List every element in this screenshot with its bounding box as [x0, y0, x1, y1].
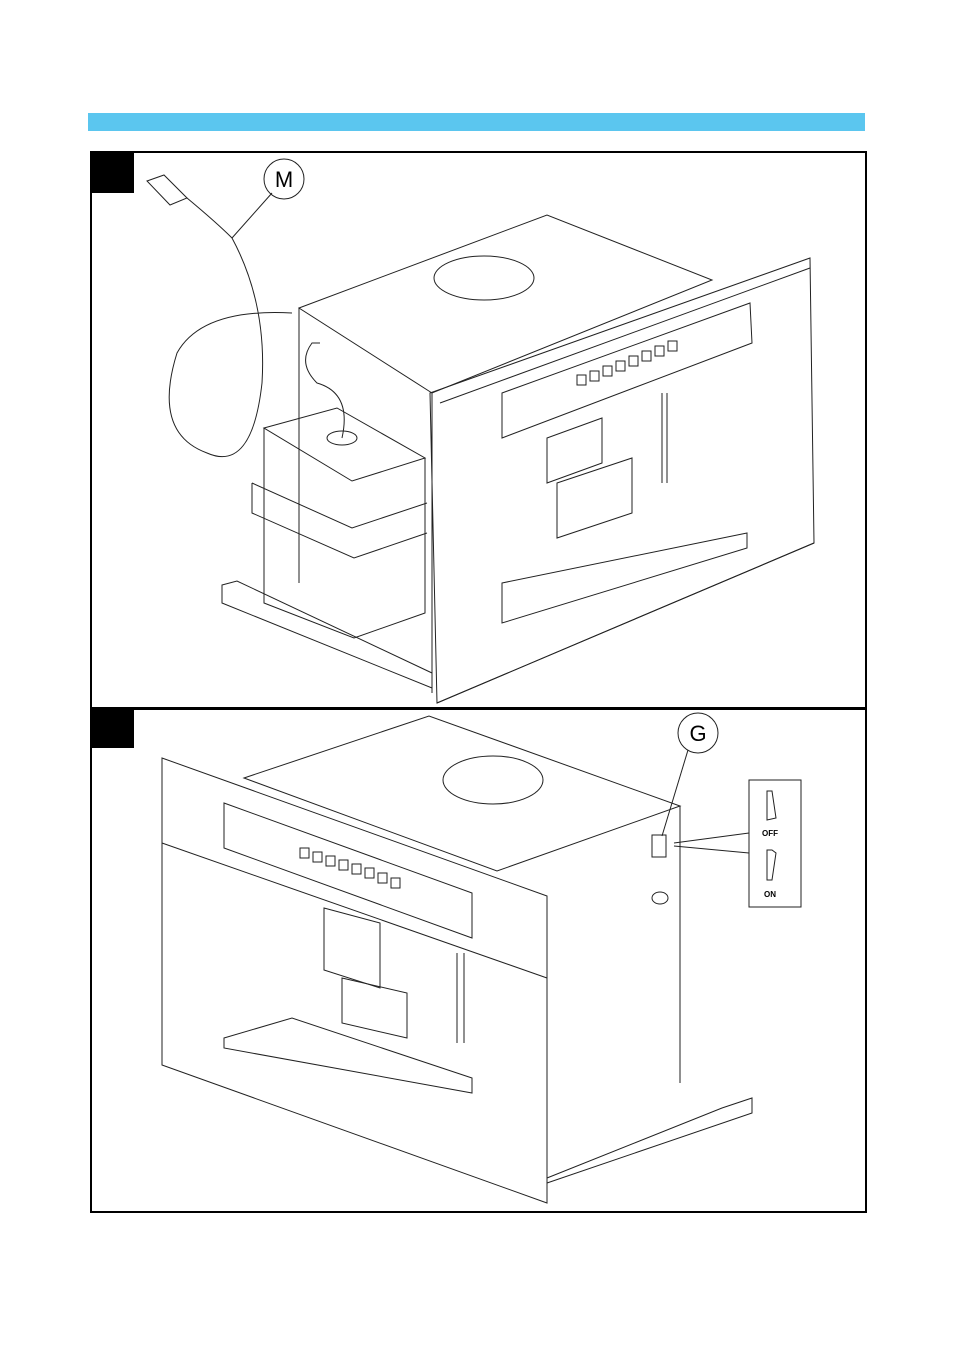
section-header-bar — [88, 113, 865, 131]
bean-lid — [442, 755, 544, 805]
machine-front-drawing: G OFF ON — [161, 712, 802, 1204]
control-panel — [223, 802, 473, 939]
callout-g-label: G — [689, 721, 706, 746]
figure-panel-1: M — [90, 151, 867, 710]
figure-number-tag — [92, 708, 134, 748]
buttons — [299, 847, 401, 889]
drip-tray — [501, 532, 748, 624]
machine-rear-drawing: M — [146, 158, 815, 704]
switch-on-label: ON — [764, 890, 776, 899]
callout-g-circle — [677, 712, 719, 754]
plug-icon — [146, 174, 188, 206]
control-panel — [501, 302, 753, 439]
bean-lid — [433, 255, 535, 301]
power-switch[interactable] — [651, 834, 667, 858]
figure-number-tag — [92, 153, 134, 193]
switch-off-icon — [766, 790, 777, 821]
switch-off-label: OFF — [762, 829, 778, 838]
drip-tray — [223, 1017, 473, 1094]
callout-m-circle — [263, 158, 305, 200]
figure-panel-2: G OFF ON — [90, 707, 867, 1213]
buttons — [576, 340, 678, 386]
switch-on-icon — [766, 849, 777, 881]
callout-m-label: M — [275, 167, 293, 192]
switch-detail-box — [748, 779, 802, 908]
